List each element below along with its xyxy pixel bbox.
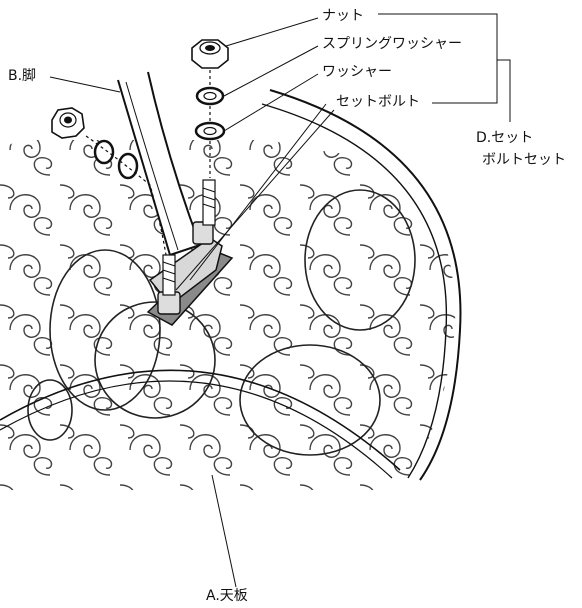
leg-shape [117,71,202,257]
set-group-label-line1: D.セット [476,130,534,146]
washer-right [194,121,226,141]
tabletop-label: A.天板 [206,588,248,604]
leg-label: B.脚 [8,68,37,84]
spring-washer-label: スプリングワッシャー [322,36,462,52]
tabletop-ornament [0,140,456,490]
nut-label: ナット [322,8,364,24]
nut-left [51,107,85,139]
washer-left [117,152,139,180]
bolt-rear [192,179,216,245]
spring-washer-left [93,139,115,165]
spring-washer-right [195,86,225,106]
nut-right [191,39,229,69]
washer-label: ワッシャー [322,64,392,80]
set-bolt-label: セットボルト [336,94,420,110]
set-group-label-line2: ボルトセット [482,152,566,168]
bolt-front [157,254,181,315]
tabletop-rim [269,89,462,481]
